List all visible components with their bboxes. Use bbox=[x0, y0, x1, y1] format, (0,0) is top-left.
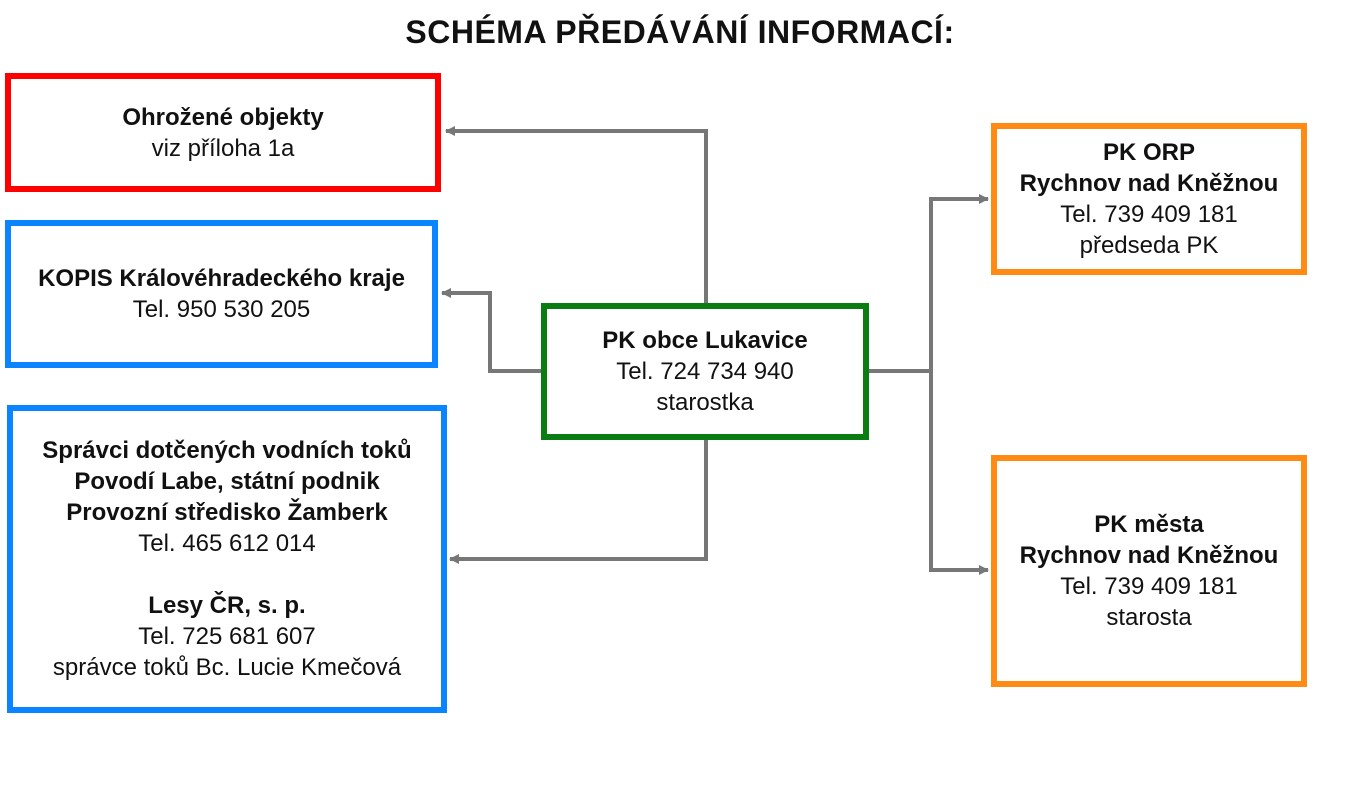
box-kopis: KOPIS Královéhradeckého kraje Tel. 950 5… bbox=[5, 220, 438, 368]
orp-place: Rychnov nad Kněžnou bbox=[1019, 170, 1279, 197]
ohrozene-name: Ohrožené objekty bbox=[122, 103, 324, 131]
arrow-to-ohrozene-objekty bbox=[445, 126, 708, 303]
box-ohrozene-objekty: Ohrožené objekty viz příloha 1a bbox=[5, 73, 441, 192]
ohrozene-detail: viz příloha 1a bbox=[151, 134, 295, 162]
arrow-to-pk-mesta bbox=[929, 371, 989, 575]
orp-role: předseda PK bbox=[1079, 232, 1219, 259]
mesto-role: starosta bbox=[1106, 604, 1192, 631]
kopis-phone: Tel. 950 530 205 bbox=[132, 296, 311, 323]
kopis-name: KOPIS Královéhradeckého kraje bbox=[38, 265, 405, 292]
mesto-place: Rychnov nad Kněžnou bbox=[1019, 542, 1279, 569]
center-role: starostka bbox=[656, 389, 754, 416]
spravci-phone: Tel. 465 612 014 bbox=[138, 530, 316, 557]
box-pk-obce-lukavice: PK obce Lukavice Tel. 724 734 940 staros… bbox=[541, 303, 869, 440]
box-spravci-toku: Správci dotčených vodních toků Povodí La… bbox=[7, 405, 447, 713]
arrow-to-spravci-toku bbox=[449, 440, 708, 564]
arrow-to-kopis bbox=[441, 288, 541, 373]
lesy-person: správce toků Bc. Lucie Kmečová bbox=[52, 654, 402, 681]
center-phone: Tel. 724 734 940 bbox=[616, 358, 794, 385]
diagram-title: SCHÉMA PŘEDÁVÁNÍ INFORMACÍ: bbox=[405, 14, 955, 50]
lesy-name: Lesy ČR, s. p. bbox=[148, 592, 306, 619]
lesy-phone: Tel. 725 681 607 bbox=[138, 623, 316, 650]
arrow-to-pk-orp bbox=[929, 194, 989, 371]
mesto-phone: Tel. 739 409 181 bbox=[1060, 573, 1238, 600]
spravci-line3: Provozní středisko Žamberk bbox=[66, 499, 388, 526]
orp-name: PK ORP bbox=[1102, 139, 1195, 166]
box-pk-orp: PK ORP Rychnov nad Kněžnou Tel. 739 409 … bbox=[991, 123, 1307, 275]
spravci-line1: Správci dotčených vodních toků bbox=[42, 437, 412, 464]
box-pk-mesta: PK města Rychnov nad Kněžnou Tel. 739 40… bbox=[991, 455, 1307, 687]
center-name: PK obce Lukavice bbox=[602, 327, 808, 354]
mesto-name: PK města bbox=[1094, 511, 1204, 538]
orp-phone: Tel. 739 409 181 bbox=[1060, 201, 1238, 228]
spravci-line2: Povodí Labe, státní podnik bbox=[74, 468, 380, 495]
